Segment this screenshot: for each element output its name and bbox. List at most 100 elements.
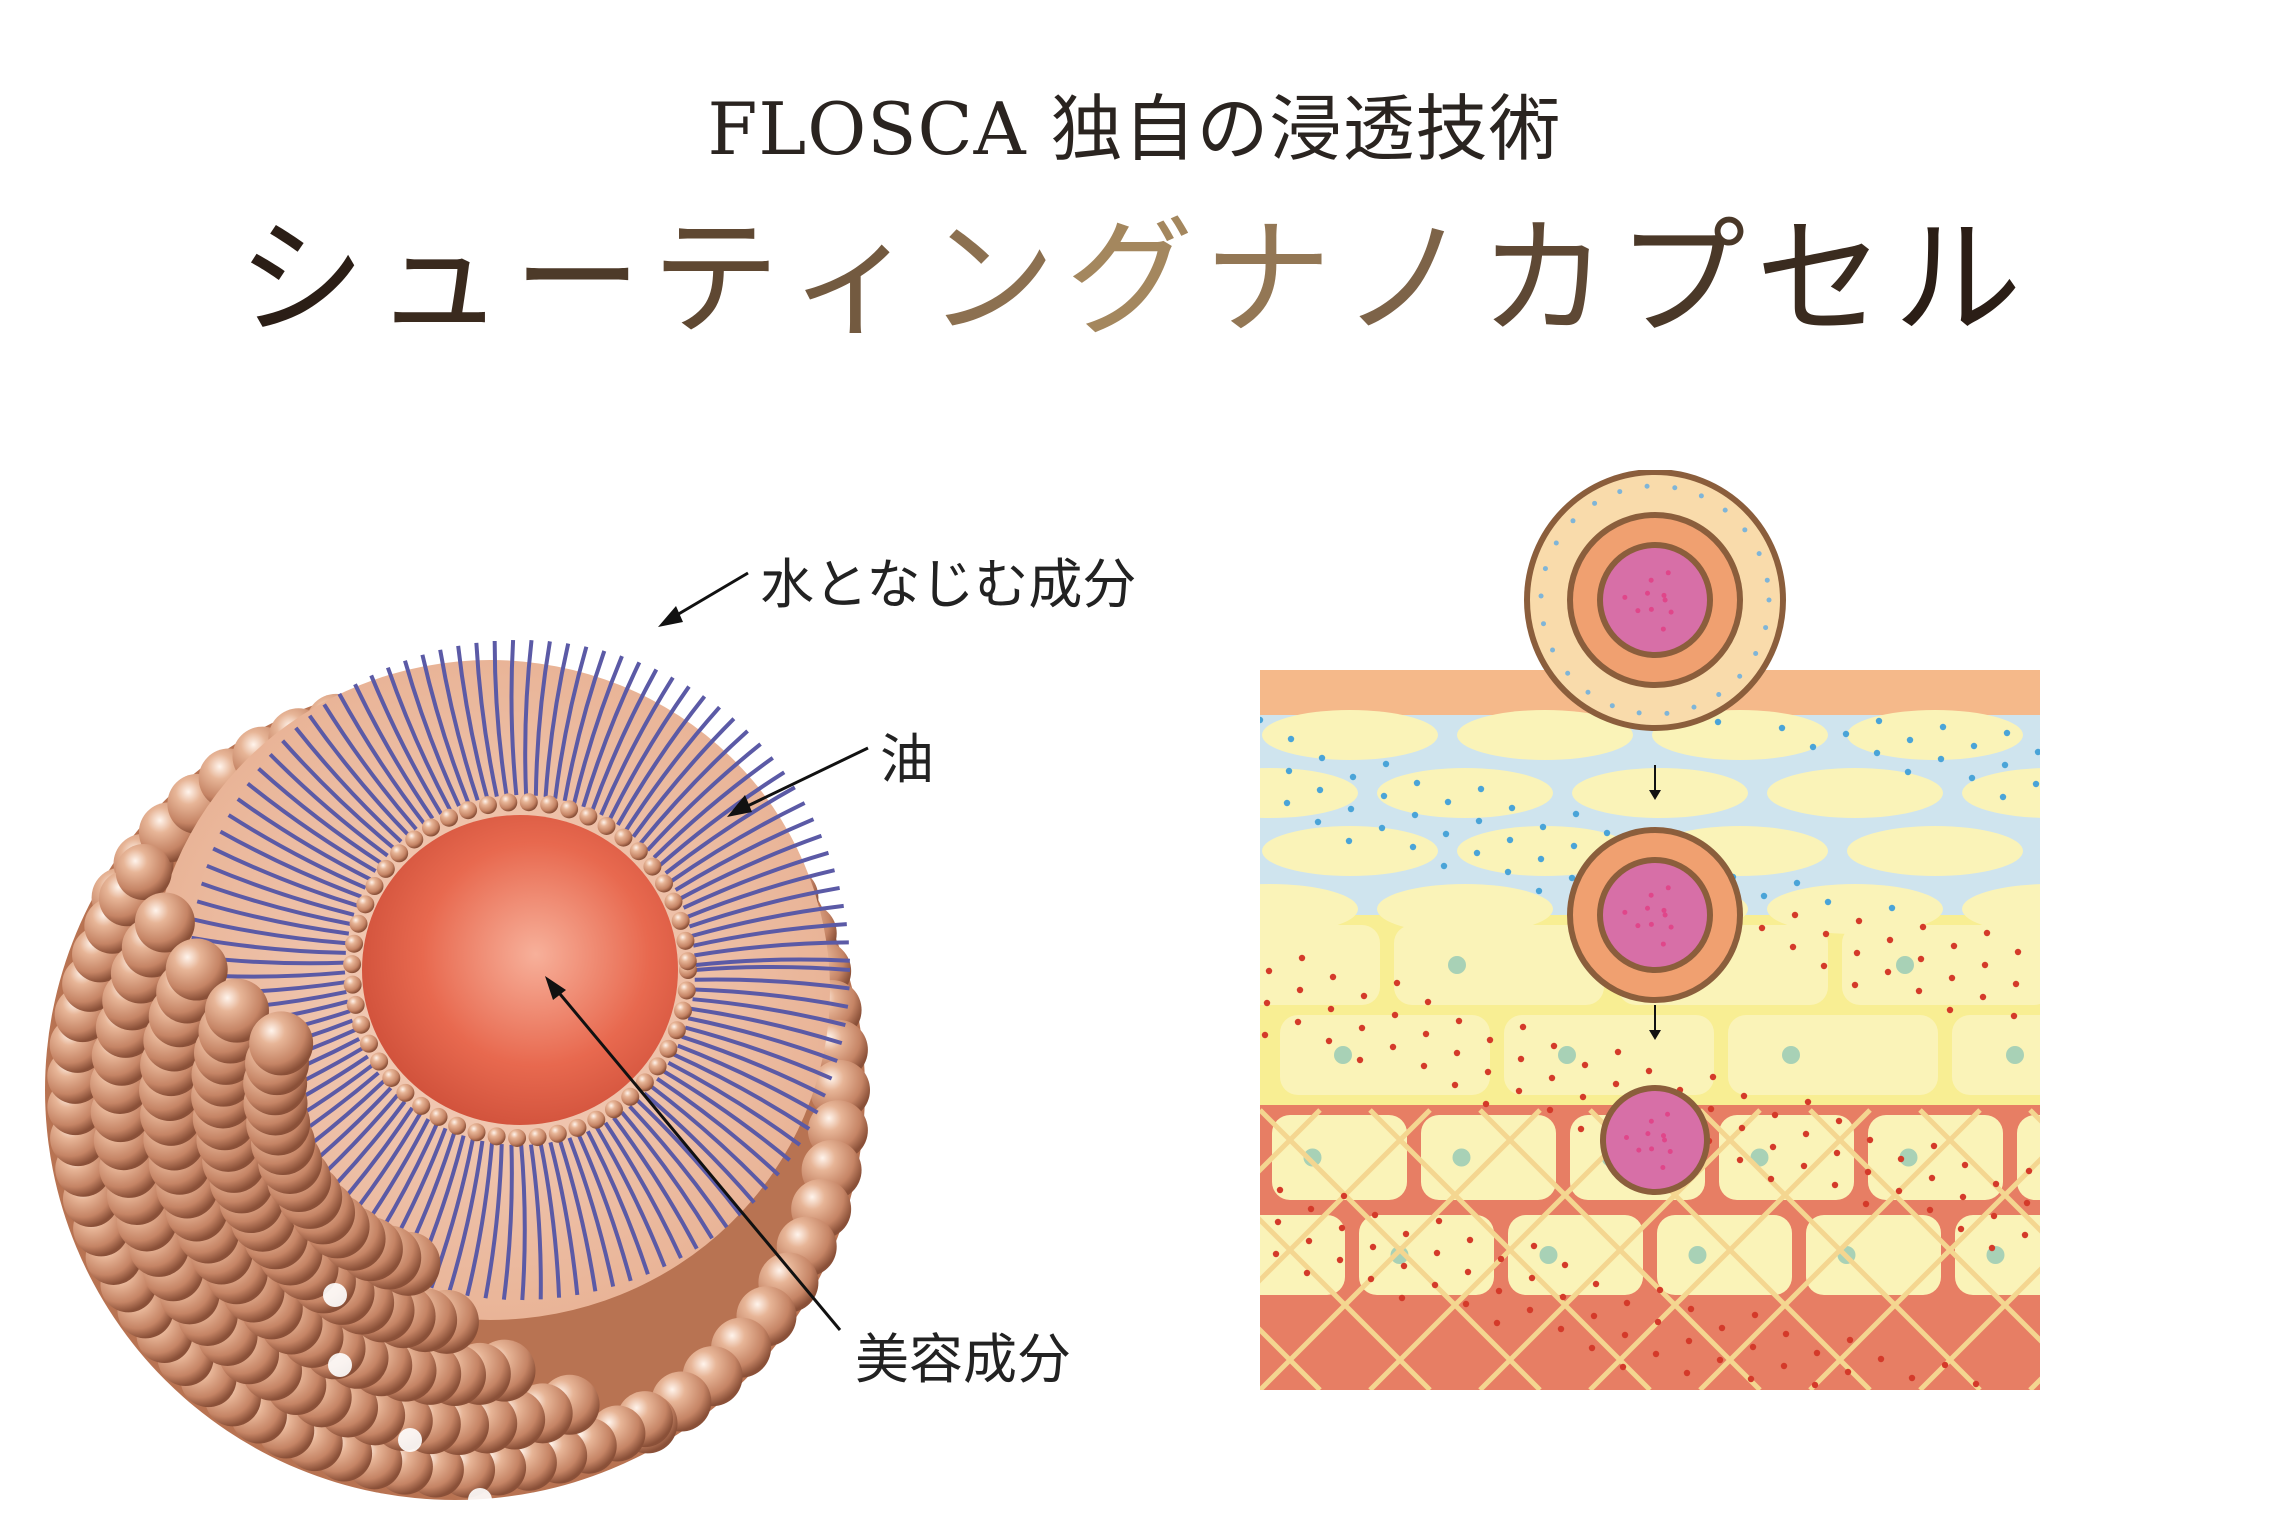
- lipid-tail: [483, 1143, 504, 1299]
- skin-dot: [1420, 1062, 1428, 1070]
- corneum-cell: [1262, 710, 1438, 760]
- skin-dot: [1895, 1187, 1903, 1195]
- inner-bead: [643, 857, 662, 876]
- corneum-cell: [1377, 884, 1553, 934]
- skin-dot: [1992, 1180, 2000, 1188]
- capsule-core: [1597, 542, 1713, 658]
- epidermis-cell: [1260, 1215, 1345, 1295]
- collagen-fiber: [1260, 1326, 1322, 1390]
- lipid-tail: [624, 705, 722, 832]
- skin-dot: [1526, 1306, 1534, 1314]
- epidermis-cell: [1394, 925, 1604, 1005]
- label-water-affine: 水となじむ成分: [760, 553, 1137, 616]
- inner-bead: [614, 828, 633, 847]
- capsule-dot: [1622, 909, 1628, 915]
- skin-dot: [1820, 962, 1828, 970]
- lipid-tail: [581, 661, 642, 808]
- skin-dot: [1683, 1369, 1691, 1377]
- inner-bead: [621, 1087, 640, 1106]
- capsule-dot: [1763, 625, 1769, 631]
- skin-dot: [1804, 1098, 1812, 1106]
- inner-bead: [478, 796, 497, 815]
- collagen-fiber: [1260, 1108, 1432, 1284]
- capsule-dot: [1624, 1135, 1630, 1141]
- lipid-tail: [281, 739, 396, 850]
- capsule-dot: [1662, 912, 1668, 918]
- skin-dot: [1884, 968, 1892, 976]
- inner-bead: [648, 1057, 667, 1076]
- skin-dot: [1614, 1048, 1622, 1056]
- skin-dot: [1835, 1117, 1843, 1125]
- capsule-dot: [1662, 597, 1668, 603]
- skin-dot: [1612, 1080, 1620, 1088]
- capsule-core: [1597, 857, 1713, 973]
- title-char: カ: [1479, 205, 1618, 354]
- inner-bead: [440, 808, 459, 827]
- lipid-tail: [200, 881, 352, 927]
- skin-dot: [1656, 1286, 1664, 1294]
- capsule-dot: [1661, 907, 1667, 913]
- skin-dot: [1440, 862, 1448, 870]
- penetration-arrowhead: [1649, 1030, 1661, 1040]
- inner-bead: [343, 955, 362, 974]
- capsule-dot: [1756, 551, 1762, 557]
- capsule-dot: [1660, 1133, 1666, 1139]
- skin-dot: [1340, 1192, 1348, 1200]
- lipid-tail: [257, 767, 383, 865]
- skin-dot: [1557, 1325, 1565, 1333]
- lipid-tail: [337, 692, 426, 825]
- skin-dot: [1517, 1055, 1525, 1063]
- skin-dot: [1548, 1074, 1556, 1082]
- skin-dot: [1508, 804, 1516, 812]
- skin-dot: [1484, 1068, 1492, 1076]
- epidermis-cell: [1806, 1215, 1941, 1295]
- lipid-tail: [193, 917, 348, 946]
- skin-dot: [1486, 1036, 1494, 1044]
- collagen-fiber: [1260, 1108, 1322, 1174]
- inner-bead: [459, 801, 478, 820]
- capsule-dot: [1698, 493, 1704, 499]
- inner-bead: [659, 1039, 678, 1058]
- skin-dot: [1621, 1331, 1629, 1339]
- skin-dot: [1261, 1031, 1269, 1039]
- skin-dot: [1822, 930, 1830, 938]
- skin-dot: [1771, 1111, 1779, 1119]
- skin-dot: [2003, 729, 2011, 737]
- nano-capsule-illustration: [45, 639, 870, 1512]
- lipid-tail: [599, 676, 675, 816]
- lipid-tail: [543, 643, 571, 798]
- skin-dot: [1888, 904, 1896, 912]
- skin-dot: [1411, 811, 1419, 819]
- lipid-tail: [501, 1144, 514, 1300]
- skin-dot: [1988, 1244, 1996, 1252]
- collagen-fiber: [1918, 1266, 2040, 1390]
- inner-bead: [467, 1123, 486, 1142]
- skin-dot: [1917, 955, 1925, 963]
- capsule-dot: [1668, 924, 1674, 930]
- skin-dot: [2010, 1012, 2018, 1020]
- inner-bead: [499, 793, 518, 812]
- epidermis-cell: [1952, 1015, 2040, 1095]
- capsule-dot: [1662, 1137, 1668, 1143]
- inner-bead: [390, 844, 409, 863]
- cell-nucleus: [1896, 956, 1914, 974]
- skin-dot: [1738, 1124, 1746, 1132]
- title-char: ノ: [1341, 205, 1480, 354]
- skin-dot: [1422, 1030, 1430, 1038]
- front-sphere-layer: [47, 844, 673, 1512]
- skin-dot: [1435, 1217, 1443, 1225]
- skin-dot: [1946, 1006, 1954, 1014]
- capsule-dot: [1648, 606, 1654, 612]
- lipid-tail: [206, 863, 355, 917]
- ball-highlight: [468, 1488, 492, 1512]
- skin-dot: [1687, 1305, 1695, 1313]
- inner-bead: [678, 952, 697, 971]
- cell-nucleus: [1782, 1046, 1800, 1064]
- epidermis-cell: [1421, 1115, 1556, 1200]
- skin-dot: [1928, 1174, 1936, 1182]
- lipid-tail: [219, 829, 362, 899]
- corneum-cell: [1262, 826, 1438, 876]
- skin-dot: [1747, 1375, 1755, 1383]
- epidermis-cell: [1359, 1215, 1494, 1295]
- capsule-dot: [1645, 590, 1651, 596]
